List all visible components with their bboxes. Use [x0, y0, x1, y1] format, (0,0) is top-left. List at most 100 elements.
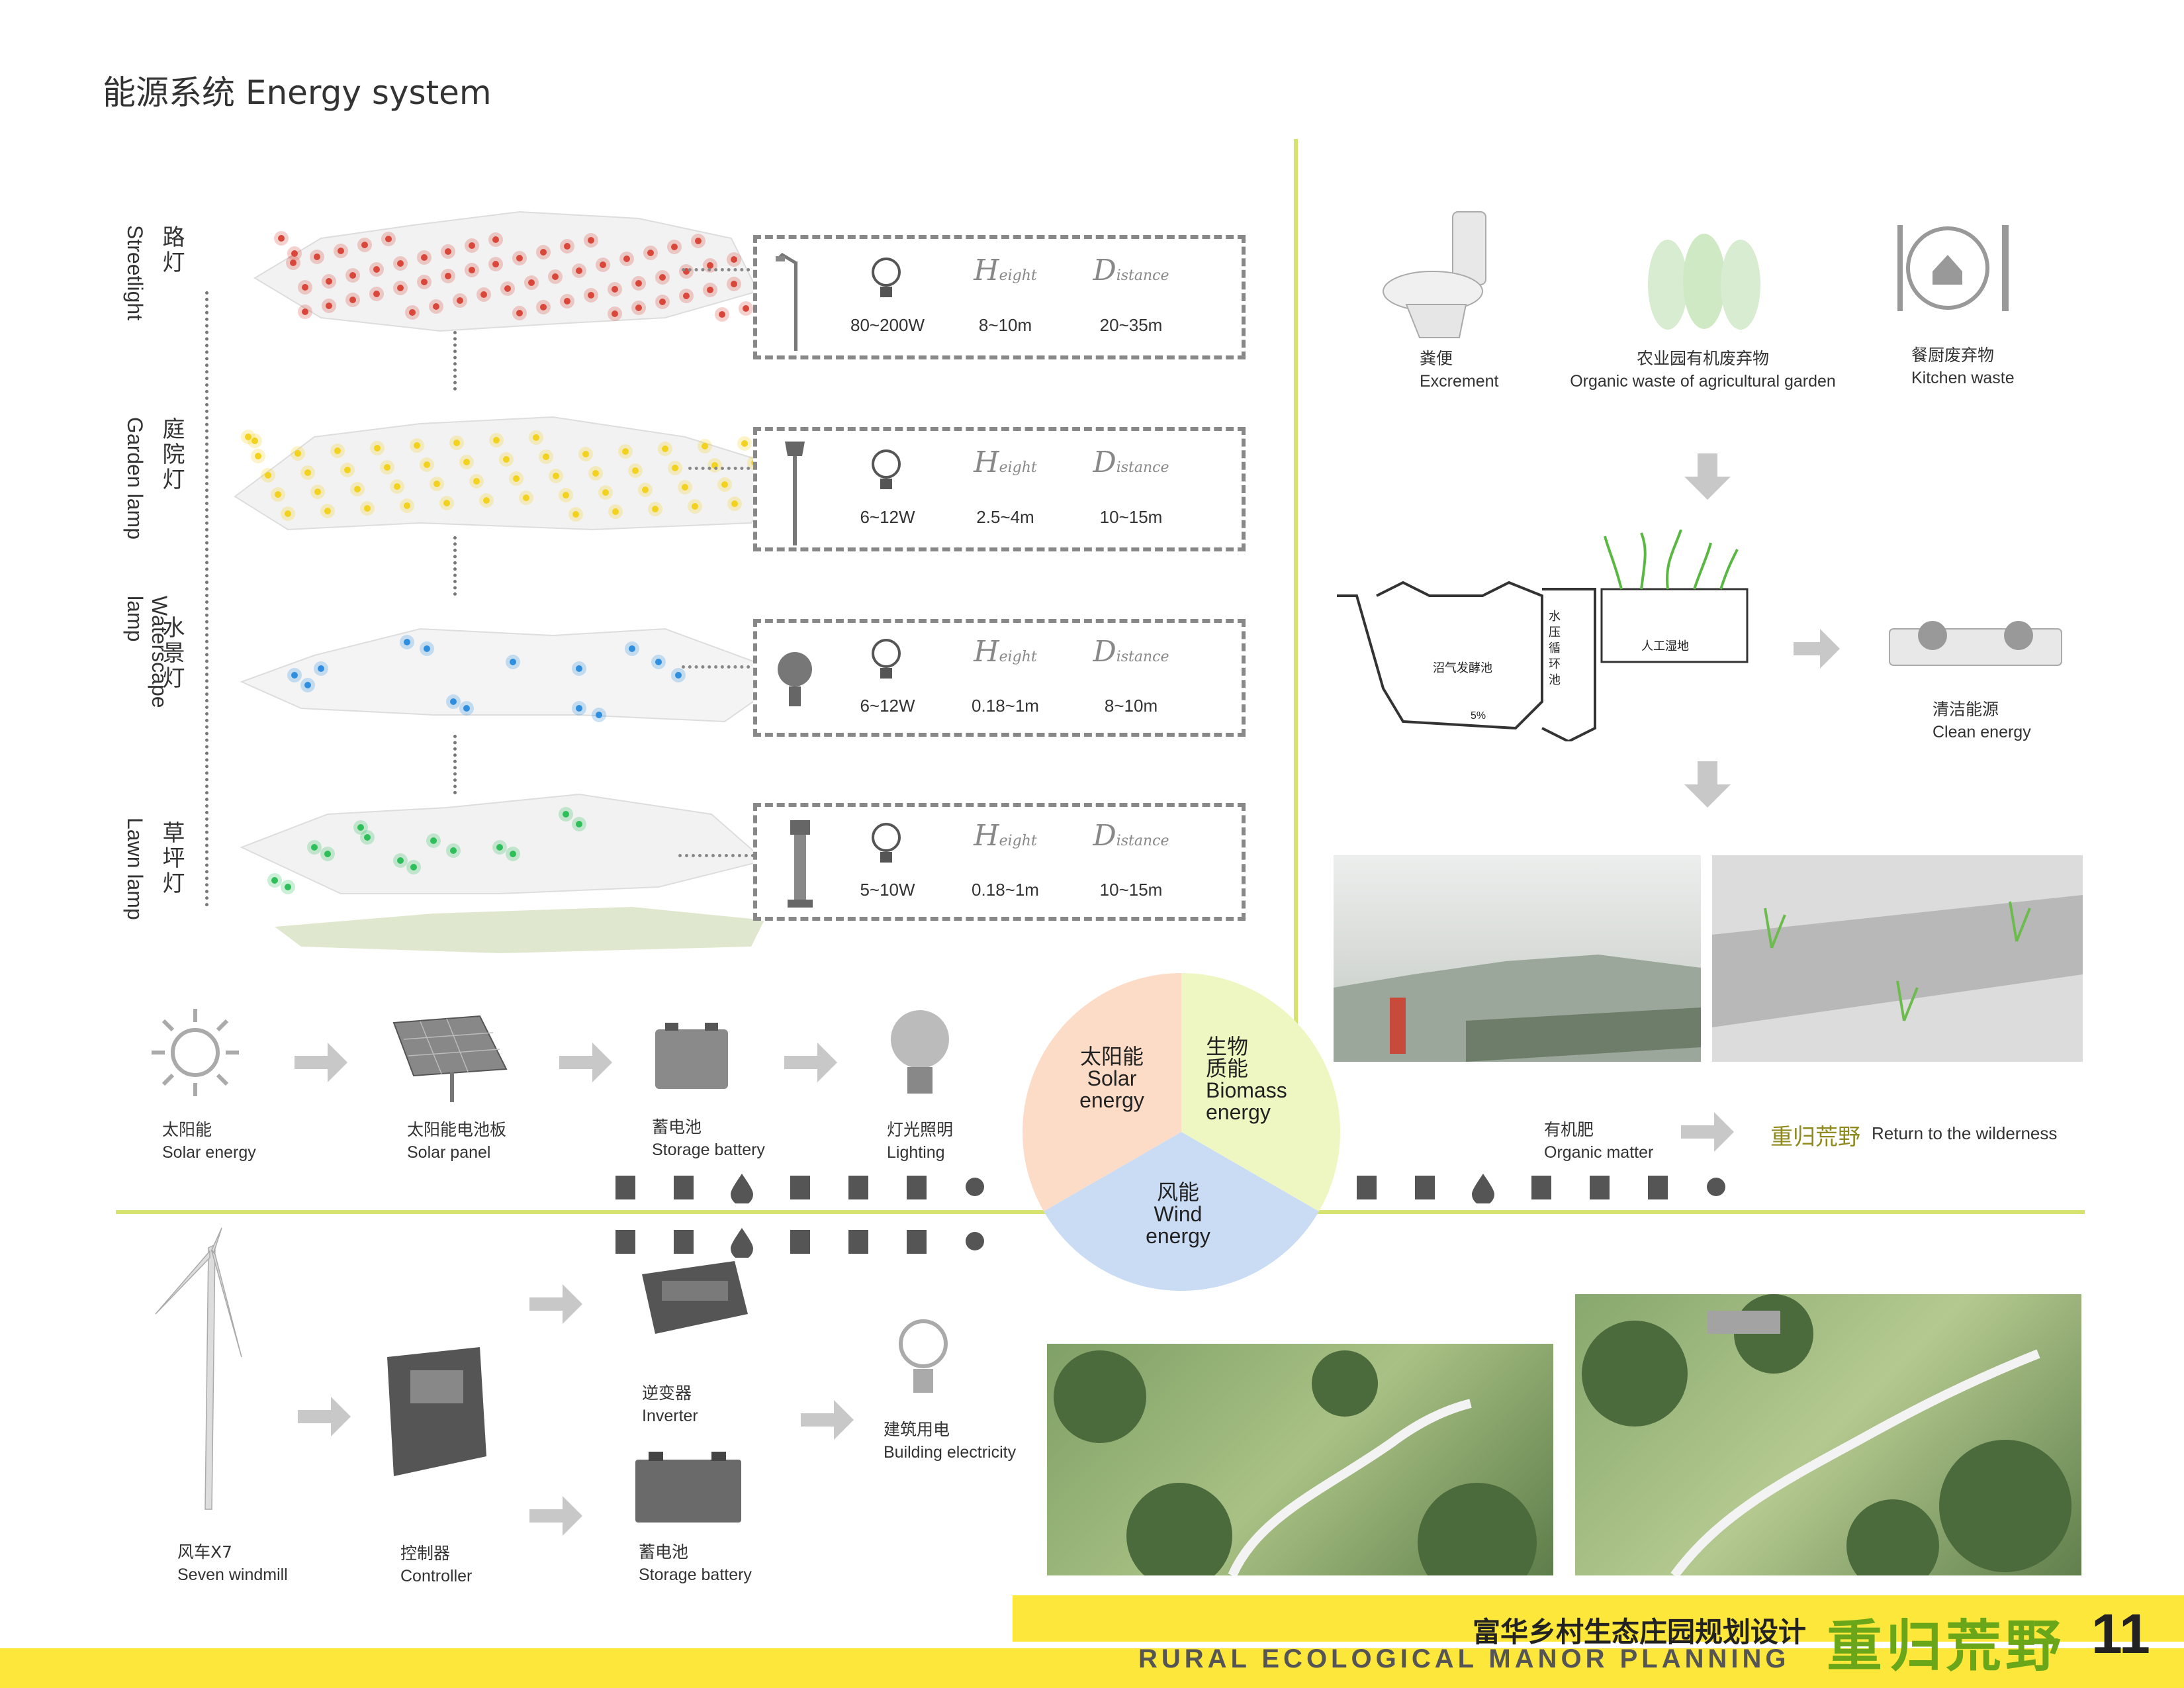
- lamp-light-dot: [707, 262, 713, 269]
- map-connector-3: [453, 735, 457, 794]
- lamp-light-dot: [410, 864, 417, 870]
- lightbulb-icon: [891, 1010, 949, 1094]
- lamp-light-dot: [695, 238, 702, 244]
- vertical-divider: [1294, 139, 1298, 1182]
- lamp-row-waterscape: Waterscape lamp 水景灯: [122, 596, 1248, 755]
- footer-project-cn: 富华乡村生态庄园规划设计: [1473, 1616, 1807, 1648]
- stove-icon: [1889, 621, 2062, 666]
- lamp-light-dot: [662, 445, 668, 452]
- lamp-light-dot: [450, 847, 457, 854]
- lamp-light-dot: [647, 250, 654, 256]
- streetlight-icon: [776, 252, 797, 351]
- lamp-light-dot: [510, 851, 516, 857]
- lamp-cn-label: 庭院灯: [158, 417, 185, 492]
- spec-box-waterscape: 6~12W Height 0.18~1m Distance 8~10m: [753, 619, 1246, 737]
- lamp-light-dot: [552, 273, 559, 280]
- lamp-cn-label: 草坪灯: [158, 821, 185, 896]
- arrow-right-icon: [298, 1397, 351, 1436]
- inverter-icon: [642, 1261, 748, 1334]
- laptop-icon: [907, 1176, 927, 1199]
- spec-distance: 8~10m: [1104, 696, 1158, 716]
- pie-slice-solar: [1023, 973, 1181, 1211]
- lamp-light-dot: [457, 297, 463, 304]
- aerial-windmill-image-2: [1575, 1294, 2081, 1575]
- lamp-light-dot: [743, 305, 749, 312]
- lamp-light-dot: [540, 249, 547, 256]
- lamp-light-dot: [374, 445, 381, 451]
- arrow-right-icon: [801, 1400, 854, 1440]
- building-icon: [674, 1176, 694, 1199]
- return-wilderness-cn: 重归荒野: [1770, 1124, 1860, 1150]
- spec-power: 80~200W: [850, 315, 925, 335]
- bulb-icon: [872, 258, 901, 297]
- lamp-light-dot: [516, 255, 523, 261]
- controller-icon: [387, 1347, 486, 1476]
- lamp-light-dot: [533, 434, 539, 441]
- lamp-light-dot: [480, 291, 487, 298]
- lamp-light-dot: [576, 705, 582, 712]
- arrow-right-icon: [295, 1043, 347, 1082]
- lamp-light-dot: [612, 508, 619, 515]
- tree-icon: [1531, 1176, 1551, 1199]
- lamp-light-dot: [596, 712, 602, 718]
- lamp-light-dot: [430, 837, 437, 844]
- lamp-row-lawn: Lawn lamp 草坪灯: [122, 793, 1248, 960]
- spec-height: 0.18~1m: [972, 696, 1039, 716]
- arrow-right-icon: [529, 1284, 582, 1324]
- lamp-light-dot: [659, 299, 666, 305]
- lamp-light-dot: [285, 510, 291, 517]
- drop-icon: [1472, 1174, 1494, 1203]
- lamp-light-dot: [576, 821, 582, 827]
- lamp-light-dot: [424, 461, 430, 468]
- lamp-light-dot: [655, 659, 662, 665]
- lamp-light-dot: [564, 243, 570, 250]
- person-icon: [848, 1230, 868, 1254]
- arrow-right-icon: [784, 1043, 837, 1082]
- lamp-light-dot: [271, 877, 278, 884]
- lamp-light-dot: [473, 478, 480, 485]
- lamp-light-dot: [576, 665, 582, 672]
- tank-label-wetland: 人工湿地: [1641, 639, 1689, 653]
- lamp-light-dot: [275, 491, 281, 498]
- energy-pie-chart: [1023, 973, 1340, 1291]
- building-icon: [1415, 1176, 1435, 1199]
- person-icon: [1590, 1176, 1610, 1199]
- windmill-icon: [155, 1227, 242, 1510]
- lamp-light-dot: [469, 242, 475, 249]
- lamp-light-dot: [291, 250, 298, 257]
- spec-distance-word: Distance: [1093, 635, 1169, 669]
- lamp-en-label: Garden lamp: [123, 417, 147, 539]
- lamp-light-dot: [265, 472, 271, 479]
- arrow-right-icon: [1794, 629, 1840, 669]
- pie-slice-biomass: [1181, 973, 1340, 1211]
- lamp-light-dot: [338, 248, 344, 254]
- lamp-light-dot: [302, 308, 308, 315]
- lamp-light-dot: [373, 266, 380, 273]
- lamp-light-dot: [592, 470, 599, 477]
- lamp-light-dot: [397, 260, 404, 267]
- aerial-windmill-image-1: [1047, 1344, 1553, 1575]
- lamp-light-dot: [629, 645, 635, 652]
- lamp-light-dot: [344, 467, 351, 473]
- lamp-light-dot: [433, 481, 440, 487]
- bulb-icon: [872, 449, 901, 489]
- tree-icon: [790, 1230, 810, 1254]
- lamp-light-dot: [318, 665, 324, 672]
- bulb-icon: [872, 823, 901, 863]
- lamp-light-dot: [463, 705, 470, 712]
- storage-battery-icon: [635, 1452, 741, 1523]
- lamp-light-dot: [576, 267, 582, 274]
- spec-distance-word: Distance: [1093, 445, 1169, 479]
- lamp-light-dot: [290, 259, 296, 266]
- lamp-light-dot: [528, 279, 535, 286]
- lamp-light-dot: [397, 285, 404, 291]
- lamp-light-dot: [540, 304, 547, 310]
- building-icon: [674, 1230, 694, 1254]
